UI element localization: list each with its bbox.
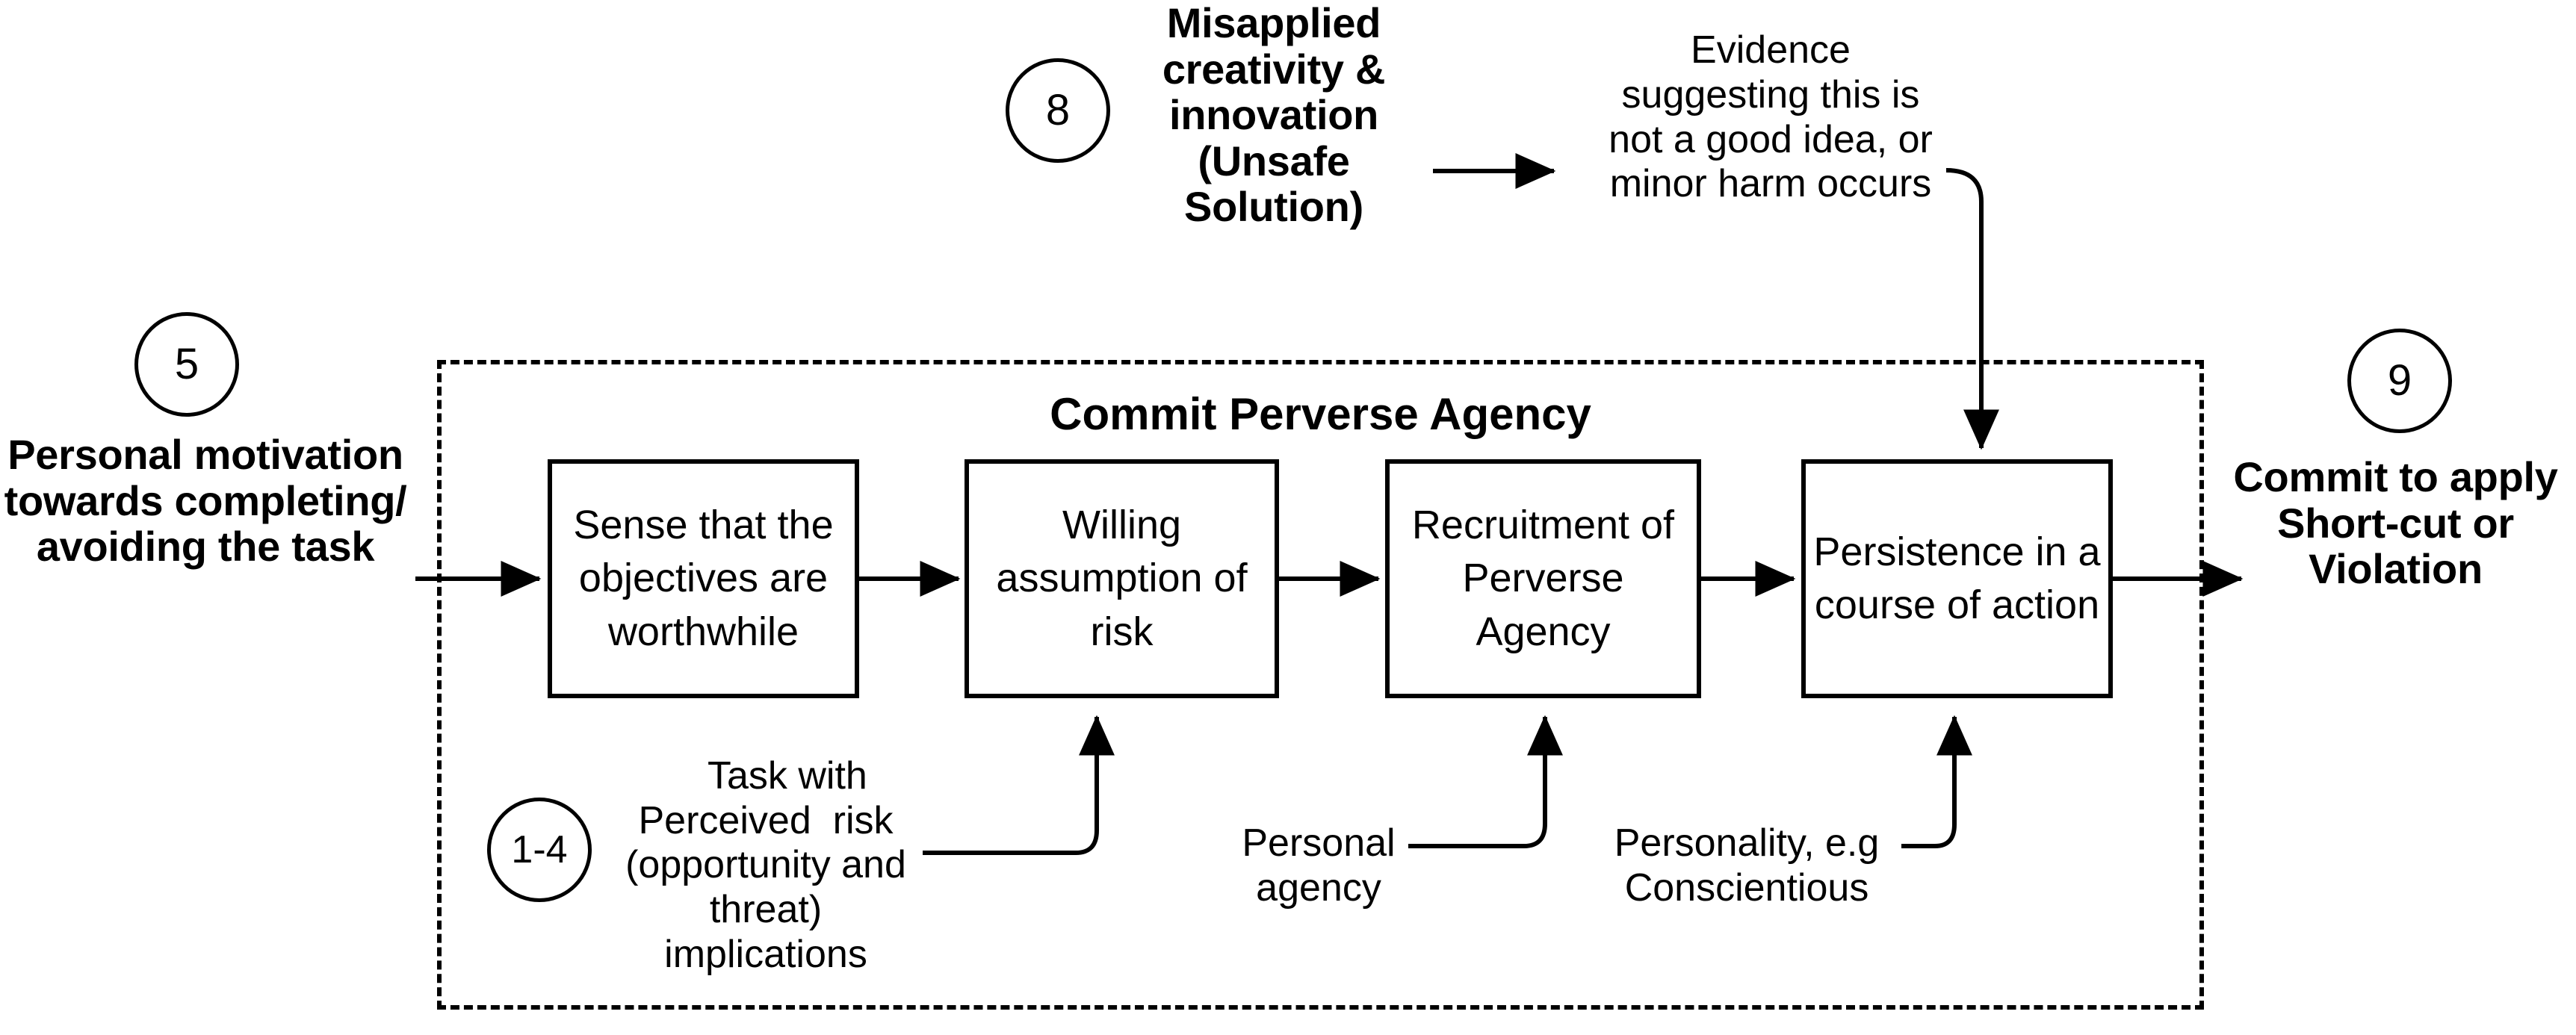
caption-evidence-text: Evidence suggesting this is not a good i…: [1609, 28, 1933, 206]
marker-8-number: 8: [1045, 86, 1071, 134]
process-box-recruitment-label: Recruitment of Perverse Agency: [1411, 503, 1675, 654]
caption-personality-text: Personality, e.g Conscientious: [1614, 821, 1880, 910]
marker-1-4-number: 1-4: [511, 828, 568, 871]
process-box-sense[interactable]: Sense that the objectives are worthwhile: [548, 459, 859, 698]
caption-evidence: Evidence suggesting this is not a good i…: [1606, 28, 1935, 207]
marker-8-circle[interactable]: 8: [1006, 58, 1110, 163]
commit-perverse-agency-container: [437, 360, 2204, 1010]
marker-1-4-circle[interactable]: 1-4: [487, 798, 592, 902]
process-box-persistence-label: Persistence in a course of action: [1813, 529, 2101, 627]
process-box-sense-label: Sense that the objectives are worthwhile: [573, 503, 834, 654]
caption-personal-agency-text: Personal agency: [1242, 821, 1396, 910]
caption-commit-shortcut-text: Commit to apply Short-cut or Violation: [2233, 453, 2558, 593]
marker-5-number: 5: [174, 340, 199, 388]
caption-personality: Personality, e.g Conscientious: [1590, 821, 1904, 911]
container-title: Commit Perverse Agency: [1050, 389, 1591, 439]
caption-misapplied-creativity: Misapplied creativity & innovation (Unsa…: [1106, 0, 1442, 230]
process-box-recruitment[interactable]: Recruitment of Perverse Agency: [1385, 459, 1701, 698]
marker-9-number: 9: [2387, 356, 2412, 405]
caption-commit-shortcut: Commit to apply Short-cut or Violation: [2215, 454, 2576, 592]
marker-5-circle[interactable]: 5: [134, 312, 239, 417]
marker-9-circle[interactable]: 9: [2347, 329, 2452, 433]
caption-personal-agency: Personal agency: [1225, 821, 1412, 911]
caption-task-perceived-risk: Task with Perceived risk (opportunity an…: [605, 709, 926, 1022]
process-box-willing-label: Willing assumption of risk: [996, 503, 1248, 654]
caption-task-perceived-risk-text: Task with Perceived risk (opportunity an…: [625, 753, 917, 976]
caption-personal-motivation-text: Personal motivation towards completing/ …: [4, 431, 407, 571]
process-box-willing[interactable]: Willing assumption of risk: [965, 459, 1279, 698]
caption-misapplied-creativity-text: Misapplied creativity & innovation (Unsa…: [1162, 0, 1386, 231]
process-box-persistence[interactable]: Persistence in a course of action: [1801, 459, 2113, 698]
caption-personal-motivation: Personal motivation towards completing/ …: [0, 432, 411, 570]
